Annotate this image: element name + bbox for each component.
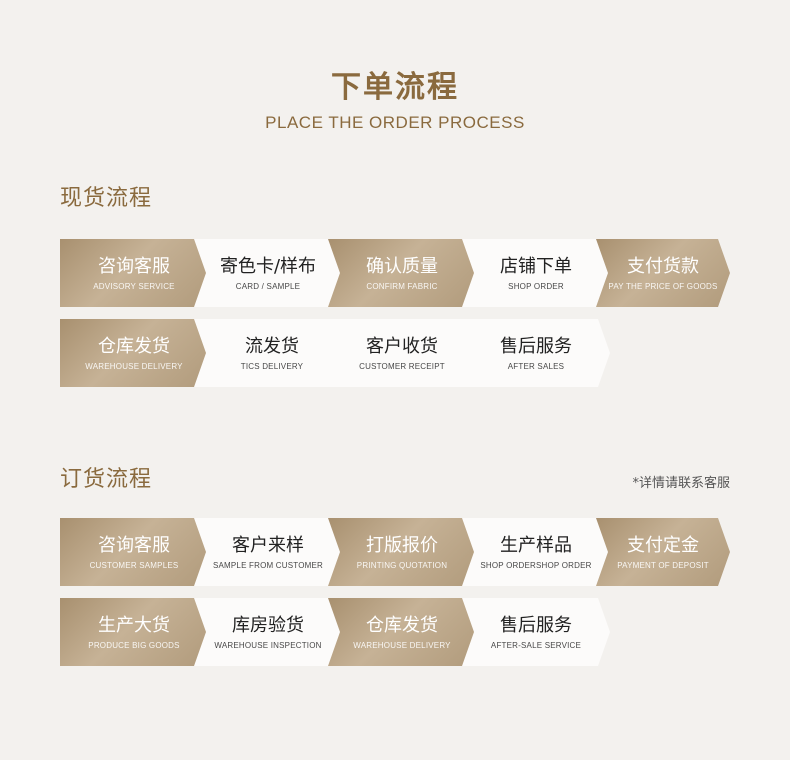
step-sublabel: SHOP ORDER <box>508 281 564 291</box>
order-step-8: 仓库发货 WAREHOUSE DELIVERY <box>328 598 476 666</box>
step-label: 客户来样 <box>232 534 304 556</box>
step-sublabel: AFTER-SALE SERVICE <box>490 640 582 650</box>
step-sublabel: ADVISORY SERVICE <box>93 281 175 291</box>
step-label: 咨询客服 <box>98 255 170 277</box>
step-sublabel: PAYMENT OF DEPOSIT <box>617 560 709 570</box>
spot-step-8: 客户收货 CUSTOMER RECEIPT <box>328 319 476 387</box>
step-label: 客户收货 <box>366 335 438 357</box>
step-sublabel: SHOP ORDERSHOP ORDER <box>480 560 592 570</box>
order-step-9: 售后服务 AFTER-SALE SERVICE <box>462 598 610 666</box>
contact-note: *详情请联系客服 <box>632 476 730 491</box>
order-step-5: 支付定金 PAYMENT OF DEPOSIT <box>596 518 730 586</box>
step-sublabel: WAREHOUSE DELIVERY <box>353 640 451 650</box>
spot-step-1: 咨询客服 ADVISORY SERVICE <box>60 239 208 307</box>
order-step-6: 生产大货 PRODUCE BIG GOODS <box>60 598 208 666</box>
step-label: 库房验货 <box>232 614 304 636</box>
step-sublabel: CUSTOMER SAMPLES <box>89 560 179 570</box>
spot-step-2: 寄色卡/样布 CARD / SAMPLE <box>194 239 342 307</box>
step-sublabel: CONFIRM FABRIC <box>366 281 438 291</box>
spot-step-7: 流发货 TICS DELIVERY <box>194 319 342 387</box>
section-title-order: 订货流程 <box>60 467 153 492</box>
step-label: 支付定金 <box>627 534 699 556</box>
step-label: 生产样品 <box>500 534 572 556</box>
order-step-7: 库房验货 WAREHOUSE INSPECTION <box>194 598 342 666</box>
page-subtitle: PLACE THE ORDER PROCESS <box>265 113 525 132</box>
step-label: 确认质量 <box>366 255 438 277</box>
step-sublabel: PRINTING QUOTATION <box>356 560 448 570</box>
step-sublabel: WAREHOUSE DELIVERY <box>85 361 183 371</box>
step-label: 售后服务 <box>500 335 572 357</box>
order-step-1: 咨询客服 CUSTOMER SAMPLES <box>60 518 208 586</box>
page-title: 下单流程 <box>331 70 459 105</box>
spot-step-4: 店铺下单 SHOP ORDER <box>462 239 610 307</box>
spot-step-9: 售后服务 AFTER SALES <box>462 319 610 387</box>
spot-step-3: 确认质量 CONFIRM FABRIC <box>328 239 476 307</box>
step-sublabel: SAMPLE FROM CUSTOMER <box>212 560 324 570</box>
step-sublabel: PRODUCE BIG GOODS <box>88 640 180 650</box>
step-label: 打版报价 <box>366 534 438 556</box>
step-label: 咨询客服 <box>98 534 170 556</box>
section-title-spot: 现货流程 <box>60 186 153 211</box>
step-label: 仓库发货 <box>366 614 438 636</box>
step-sublabel: PAY THE PRICE OF GOODS <box>608 281 718 291</box>
step-label: 店铺下单 <box>500 255 572 277</box>
step-sublabel: AFTER SALES <box>507 361 565 371</box>
spot-step-6: 仓库发货 WAREHOUSE DELIVERY <box>60 319 208 387</box>
step-label: 生产大货 <box>98 614 170 636</box>
step-label: 仓库发货 <box>98 335 170 357</box>
spot-step-5: 支付货款 PAY THE PRICE OF GOODS <box>596 239 730 307</box>
step-label: 支付货款 <box>627 255 699 277</box>
step-label: 寄色卡/样布 <box>219 255 317 277</box>
order-step-2: 客户来样 SAMPLE FROM CUSTOMER <box>194 518 342 586</box>
step-sublabel: WAREHOUSE INSPECTION <box>214 640 322 650</box>
step-sublabel: CUSTOMER RECEIPT <box>359 361 445 371</box>
step-sublabel: CARD / SAMPLE <box>235 281 301 291</box>
step-sublabel: TICS DELIVERY <box>240 361 304 371</box>
order-step-3: 打版报价 PRINTING QUOTATION <box>328 518 476 586</box>
order-step-4: 生产样品 SHOP ORDERSHOP ORDER <box>462 518 610 586</box>
step-label: 售后服务 <box>500 614 572 636</box>
step-label: 流发货 <box>245 335 299 357</box>
